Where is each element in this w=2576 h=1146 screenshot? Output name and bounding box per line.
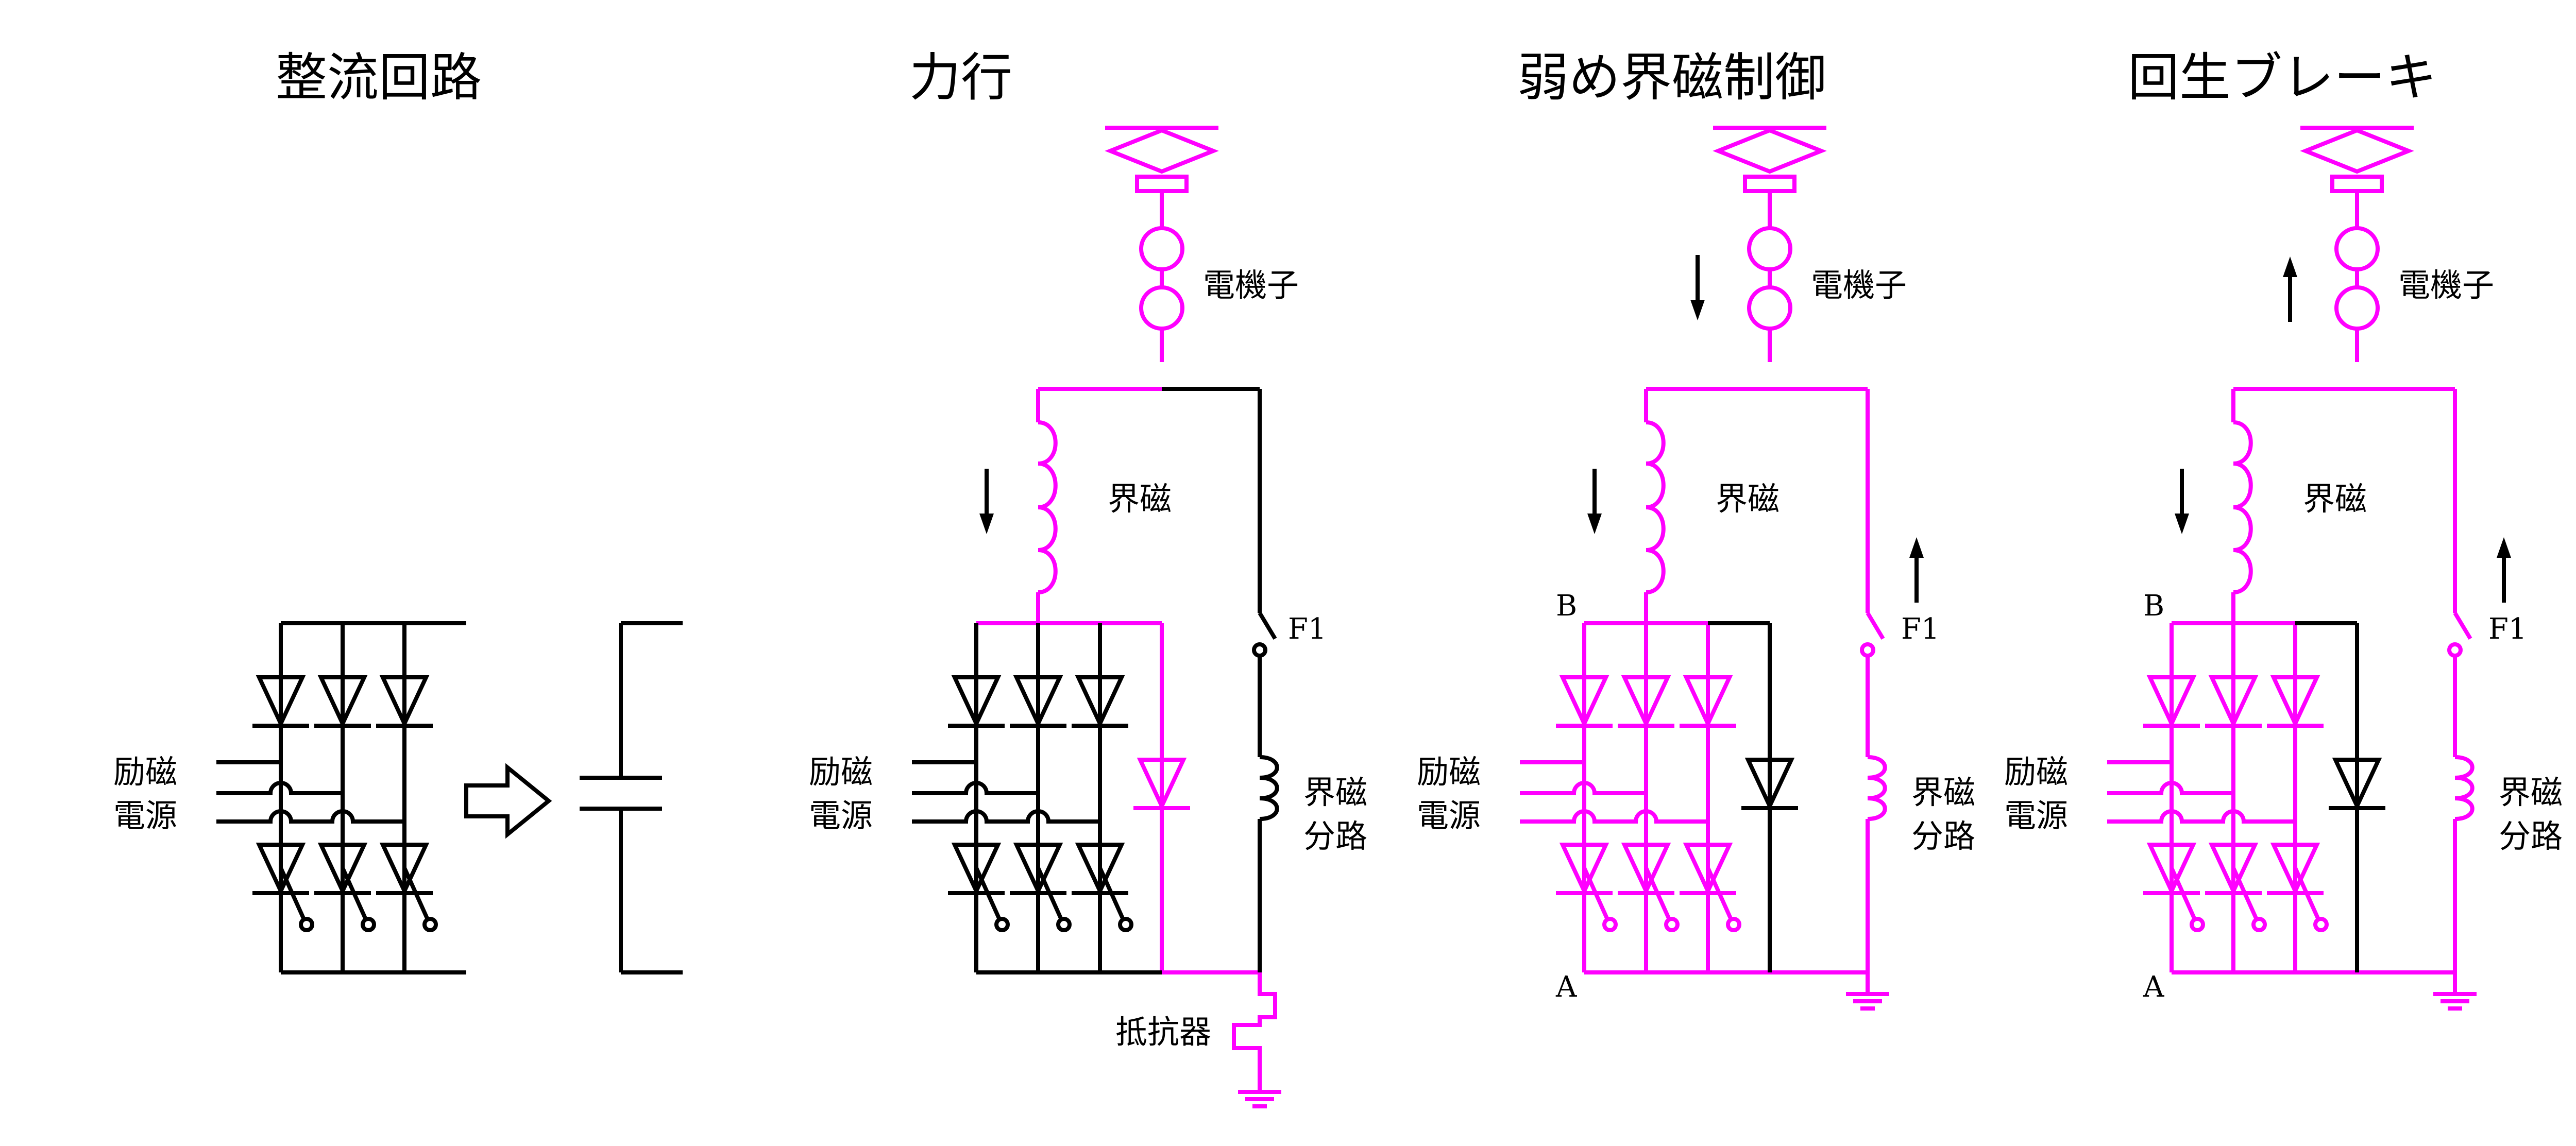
powering-armature-label: 電機子 <box>1203 266 1299 304</box>
powering-excitation-label-2: 電源 <box>809 797 873 834</box>
regen-node-b-label: B <box>2143 589 2164 623</box>
powering-resistor-label: 抵抗器 <box>1115 1013 1211 1051</box>
fw-excitation-label-2: 電源 <box>1417 797 1481 834</box>
regen-node-a-label: A <box>2143 970 2164 1004</box>
regen-panel <box>2107 128 2511 1008</box>
regen-shunt-label-2: 分路 <box>2499 817 2563 855</box>
title-powering: 力行 <box>909 47 1012 108</box>
fw-shunt-label-1: 界磁 <box>1911 774 1975 811</box>
title-rectifier: 整流回路 <box>276 47 482 108</box>
regen-f1-label: F1 <box>2488 612 2527 646</box>
fw-shunt-label-2: 分路 <box>1911 817 1975 855</box>
powering-field-label: 界磁 <box>1108 480 1172 518</box>
powering-shunt-label-1: 界磁 <box>1303 774 1367 811</box>
dc-source-symbol <box>580 621 683 974</box>
rectifier-panel <box>216 621 466 974</box>
powering-excitation-label-1: 励磁 <box>809 753 873 791</box>
rectifier-excitation-label-2: 電源 <box>113 797 177 834</box>
powering-panel <box>912 128 1281 1106</box>
title-regen: 回生ブレーキ <box>2128 47 2437 108</box>
equivalence-arrow-icon <box>464 763 552 839</box>
regen-excitation-label-2: 電源 <box>2004 797 2068 834</box>
regen-armature-label: 電機子 <box>2398 266 2494 304</box>
fw-f1-label: F1 <box>1901 612 1939 646</box>
fw-field-label: 界磁 <box>1716 480 1780 518</box>
regen-excitation-label-1: 励磁 <box>2004 753 2068 791</box>
rectifier-excitation-label-1: 励磁 <box>113 753 177 791</box>
field-weakening-panel <box>1520 128 1924 1008</box>
fw-node-a-label: A <box>1555 970 1577 1004</box>
regen-field-label: 界磁 <box>2303 480 2367 518</box>
powering-shunt-label-2: 分路 <box>1303 817 1367 855</box>
fw-node-b-label: B <box>1556 589 1577 623</box>
fw-armature-label: 電機子 <box>1811 266 1907 304</box>
powering-f1-label: F1 <box>1288 612 1326 646</box>
regen-shunt-label-1: 界磁 <box>2499 774 2563 811</box>
title-field-weakening: 弱め界磁制御 <box>1517 47 1826 108</box>
fw-excitation-label-1: 励磁 <box>1417 753 1481 791</box>
